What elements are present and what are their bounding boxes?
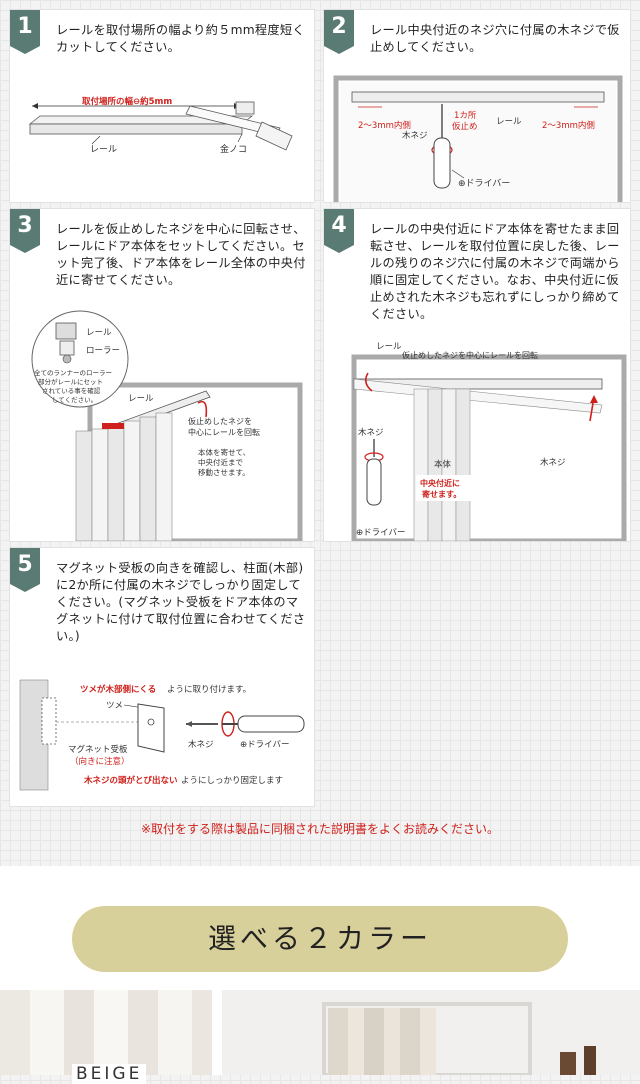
caution-label: （向きに注意） xyxy=(70,756,130,767)
saw-label: 金ノコ xyxy=(220,143,247,155)
wood-screw-label: 木ネジ xyxy=(402,130,428,141)
step-2-card: 2 レール中央付近のネジ穴に付属の木ネジで仮止めしてください。 2～3mm内側 … xyxy=(323,9,631,203)
room-door-image xyxy=(222,990,640,1075)
temp-fix-label: 仮止め xyxy=(452,121,478,132)
driver-label: ⊕ドライバー xyxy=(240,740,289,750)
center-label-1: 中央付近に xyxy=(420,478,460,488)
step-4-card: 4 レールの中央付近にドア本体を寄せたまま回転させ、レールを取付位置に戻した後、… xyxy=(323,208,631,542)
inside-left-label: 2～3mm内側 xyxy=(358,120,411,131)
runner-note-2: 部分がレールにセット xyxy=(38,377,103,386)
step-text: レールを仮止めしたネジを中心に回転させ、レールにドア本体をセットしてください。セ… xyxy=(56,222,306,287)
roller-label: ローラー xyxy=(86,346,120,356)
room-photo xyxy=(222,990,640,1075)
step-text: マグネット受板の向きを確認し、柱面(木部)に2か所に付属の木ネジでしっかり固定し… xyxy=(56,561,306,643)
head-red-text: 木ネジの頭がとび出ない xyxy=(83,775,178,786)
step-1-illustration: 取付場所の幅⊖約5mm レール 金ノコ xyxy=(28,96,293,155)
driver-label: ⊕ドライバー xyxy=(458,178,510,189)
rail-label-2: レール xyxy=(128,394,154,404)
beige-color-label: BEIGE xyxy=(72,1064,147,1084)
runner-note-4: してください。 xyxy=(52,396,97,404)
rail-label: レール xyxy=(376,342,402,352)
rotate-label-1: 仮止めしたネジを xyxy=(188,416,252,426)
move-label-2: 中央付近まで xyxy=(198,457,243,467)
step-number: 5 xyxy=(10,548,40,592)
instructions-note: ※取付をする際は製品に同梱された説明書をよくお読みください。 xyxy=(140,822,500,836)
step-3-card: 3 レールを仮止めしたネジを中心に回転させ、レールにドア本体をセットしてください… xyxy=(9,208,315,542)
curtain-folds-image xyxy=(0,990,212,1075)
claw-black-text: ように取り付けます。 xyxy=(167,684,251,695)
wood-screw-left-label: 木ネジ xyxy=(358,427,384,438)
rail-label: レール xyxy=(90,145,117,155)
step-3-illustration: レール ローラー 全てのランナーのローラー 部分がレールにセット されている事を… xyxy=(31,310,303,541)
one-place-label: 1カ所 xyxy=(454,110,477,121)
rotate-label: 仮止めしたネジを中心にレールを回転 xyxy=(402,350,538,360)
step-text: レールの中央付近にドア本体を寄せたまま回転させ、レールを取付位置に戻した後、レー… xyxy=(370,222,620,321)
step-2-illustration: 2～3mm内側 2～3mm内側 1カ所 仮止め レール 木ネジ ⊕ドライバー xyxy=(333,75,623,202)
step-number: 3 xyxy=(10,209,40,253)
runner-note-3: されている事を確認 xyxy=(42,386,101,395)
step-number: 4 xyxy=(324,209,354,253)
move-label-3: 移動させます。 xyxy=(198,467,250,477)
body-label: 本体 xyxy=(434,459,452,470)
runner-note-1: 全てのランナーのローラー xyxy=(34,368,112,377)
plate-label: マグネット受板 xyxy=(68,744,128,755)
step-1-card: 1 レールを取付場所の幅より約５mm程度短くカットしてください。 取付場所の幅⊖… xyxy=(9,9,315,203)
wood-screw-label: 木ネジ xyxy=(188,739,214,750)
rotate-label-2: 中心にレールを回転 xyxy=(188,427,260,437)
step-number: 2 xyxy=(324,10,354,54)
colors-heading: 選べる２カラー xyxy=(72,906,568,972)
rail-label: レール xyxy=(496,117,522,127)
step-text: レール中央付近のネジ穴に付属の木ネジで仮止めしてください。 xyxy=(370,23,620,54)
wood-screw-right-label: 木ネジ xyxy=(540,457,566,468)
beige-curtain-photo xyxy=(0,990,212,1075)
step-5-illustration: ツメが木部側にくる ように取り付けます。 ツメ 木ネジ ⊕ドライバー マグネット… xyxy=(19,679,305,791)
driver-label: ⊕ドライバー xyxy=(356,528,405,538)
step-4-illustration: レール 仮止めしたネジを中心にレールを回転 木ネジ 木ネジ 本体 中央付近に 寄… xyxy=(351,342,627,541)
rail-label: レール xyxy=(86,328,112,338)
width-label: 取付場所の幅⊖約5mm xyxy=(82,96,172,107)
inside-right-label: 2～3mm内側 xyxy=(542,120,595,131)
step-number: 1 xyxy=(10,10,40,54)
move-label-1: 本体を寄せて、 xyxy=(198,447,250,457)
head-black-text: ようにしっかり固定します xyxy=(181,775,283,786)
claw-red-text: ツメが木部側にくる xyxy=(80,684,156,695)
step-text: レールを取付場所の幅より約５mm程度短くカットしてください。 xyxy=(56,23,305,54)
claw-label: ツメ xyxy=(106,701,123,711)
step-5-card: 5 マグネット受板の向きを確認し、柱面(木部)に2か所に付属の木ネジでしっかり固… xyxy=(9,547,315,807)
center-label-2: 寄せます。 xyxy=(422,489,461,499)
